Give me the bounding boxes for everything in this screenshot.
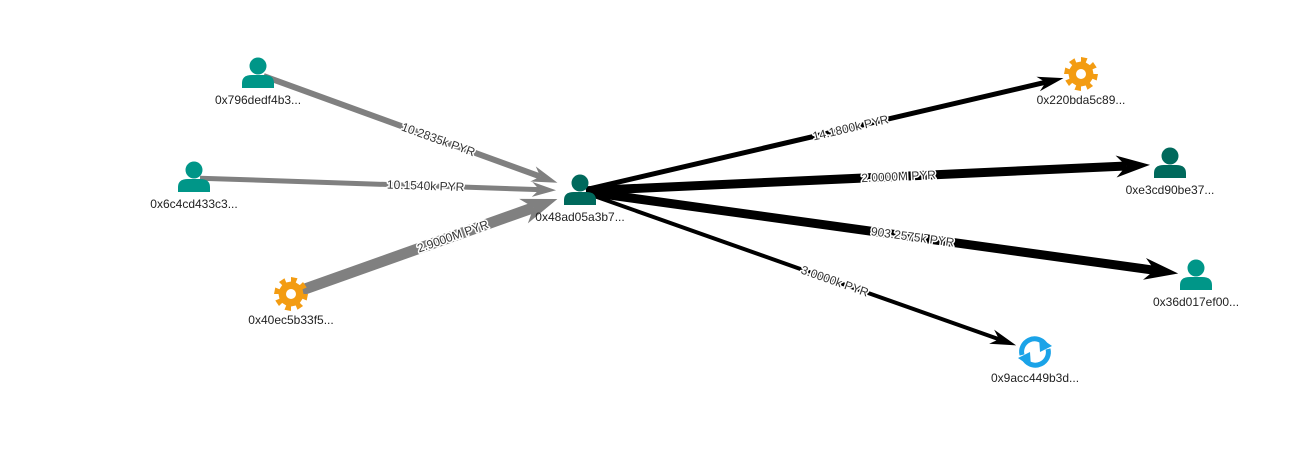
node-address-label: 0x220bda5c89... <box>1037 93 1126 107</box>
node-center[interactable]: 0x48ad05a3b7... <box>535 174 625 225</box>
node-n1[interactable]: 0x796dedf4b3... <box>215 57 301 108</box>
edge-label-halo: 2.0000M PYR <box>861 168 937 185</box>
arrowhead-icon <box>989 329 1017 346</box>
edges-layer <box>199 73 1179 346</box>
edge-center-n5[interactable] <box>585 155 1151 196</box>
edge-line <box>199 175 540 193</box>
node-n3[interactable]: 0x40ec5b33f5... <box>248 277 334 327</box>
arrowhead-icon <box>531 181 557 197</box>
edge-center-n6[interactable] <box>585 187 1179 280</box>
node-address-label: 0x40ec5b33f5... <box>248 313 333 327</box>
node-n6[interactable]: 0x36d017ef00... <box>1153 259 1239 310</box>
user-icon <box>178 161 210 192</box>
user-icon <box>1180 259 1212 290</box>
arrowhead-icon <box>530 166 558 183</box>
edge-n3-center[interactable] <box>294 198 558 298</box>
gear-icon <box>274 277 308 311</box>
edge-amount-label: 10.1540k PYR <box>387 178 465 195</box>
node-address-label: 0xe3cd90be37... <box>1126 183 1215 197</box>
node-n2[interactable]: 0x6c4cd433c3... <box>150 161 238 212</box>
node-n5[interactable]: 0xe3cd90be37... <box>1126 147 1215 198</box>
node-address-label: 0x796dedf4b3... <box>215 93 301 107</box>
node-address-label: 0x6c4cd433c3... <box>150 197 237 211</box>
edge-line <box>584 191 1000 342</box>
node-address-label: 0x36d017ef00... <box>1153 295 1239 309</box>
edge-amount-label: 903.2575k PYR <box>870 224 956 249</box>
edge-amount-label: 3.0000k PYR <box>799 263 871 300</box>
swap-icon <box>1018 336 1052 368</box>
edge-n1-center[interactable] <box>262 73 558 183</box>
node-address-label: 0x48ad05a3b7... <box>535 210 624 224</box>
edge-line <box>294 202 536 298</box>
arrowhead-icon <box>519 198 558 224</box>
edge-n2-center[interactable] <box>199 175 557 197</box>
nodes-layer: 0x48ad05a3b7... 0x796dedf4b3... 0x6c4cd433… <box>150 57 1239 385</box>
edge-line <box>585 187 1156 275</box>
edge-amount-label: 2.0000M PYR <box>861 168 937 185</box>
edge-center-n4[interactable] <box>585 76 1064 193</box>
user-icon <box>1154 147 1186 178</box>
edge-amount-label: 10.2835k PYR <box>400 120 478 160</box>
edge-line <box>262 73 542 180</box>
edge-line <box>585 161 1127 196</box>
user-icon <box>242 57 274 88</box>
arrowhead-icon <box>1036 76 1064 92</box>
edge-amount-label: 2.9000M PYR <box>415 217 490 255</box>
user-icon <box>564 174 596 205</box>
node-address-label: 0x9acc449b3d... <box>991 371 1079 385</box>
arrowhead-icon <box>1115 155 1151 178</box>
gear-icon <box>1064 57 1098 91</box>
node-n7[interactable]: 0x9acc449b3d... <box>991 336 1079 385</box>
arrowhead-icon <box>1142 257 1179 280</box>
edge-center-n7[interactable] <box>584 191 1017 346</box>
edge-line <box>585 79 1047 193</box>
node-n4[interactable]: 0x220bda5c89... <box>1037 57 1126 107</box>
edge-amount-label: 14.1800k PYR <box>811 112 890 143</box>
edge-label-halo: 10.1540k PYR <box>387 178 465 195</box>
